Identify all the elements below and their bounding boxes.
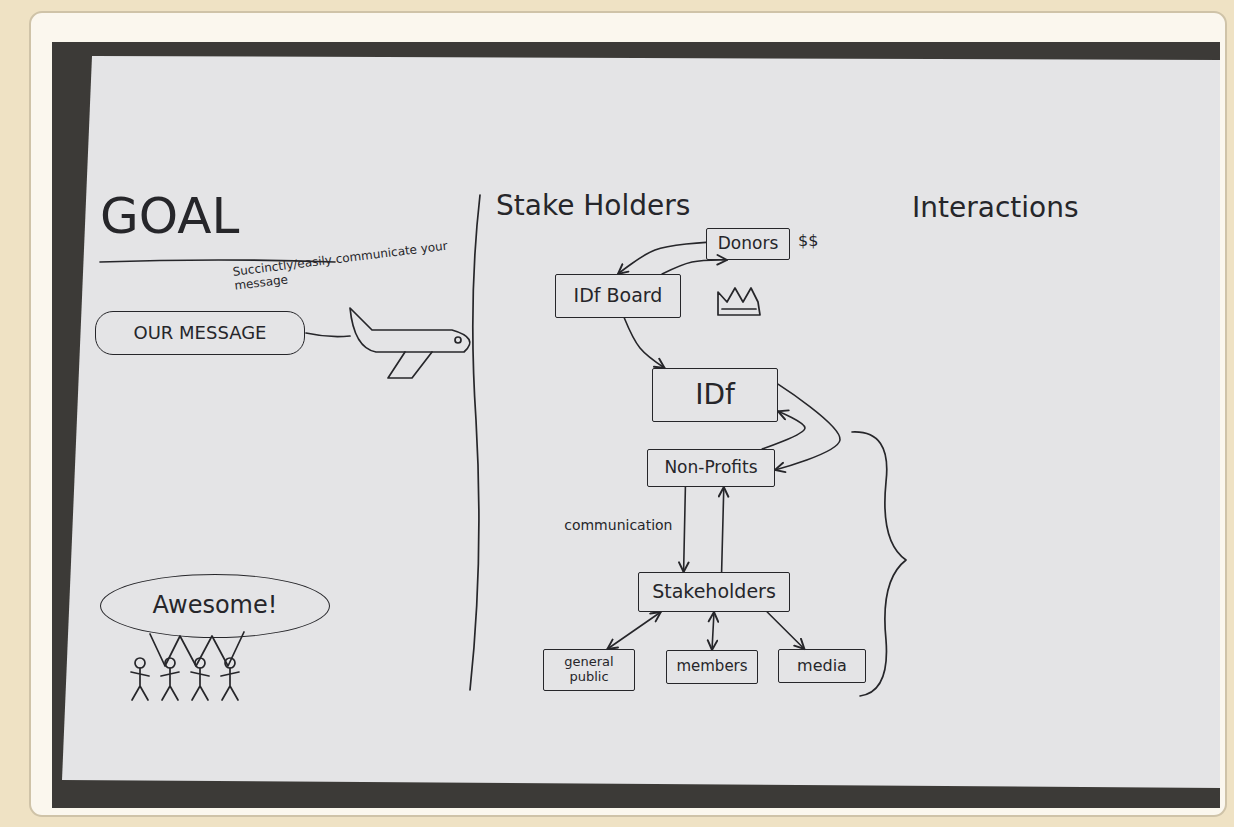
message-cloud: OUR MESSAGE [95,311,305,355]
nonprofit-box: Non-Profits [647,449,775,487]
media-box: media [778,649,866,683]
crown-symbol [718,288,760,315]
frame-card [30,12,1226,816]
connector-arrow [607,612,660,649]
node-text: media [797,657,847,675]
crowd-figures [131,658,239,700]
group-bracket [852,432,906,696]
node-text: Donors [718,234,779,254]
stakeholder-box: Stakeholders [638,572,790,612]
org-box: IDf [652,368,778,422]
paper-sheet [62,56,1220,788]
node-text: Non-Profits [664,458,757,478]
member-box: members [666,650,758,684]
money-mark: $$ [798,232,818,250]
plane-body [350,308,470,352]
banner-tow-line [306,333,350,337]
node-text: general public [553,655,625,685]
goal-note: Succinctly/easily communicate your messa… [232,237,474,294]
node-text: IDf [695,379,735,411]
section-heading: Interactions [912,192,1079,224]
connector-arrow [618,242,706,274]
section-divider [470,195,480,690]
connector-arrow [762,411,805,449]
plane-wing [388,352,432,378]
plane-window [455,337,461,343]
public-box: general public [543,649,635,691]
node-text: OUR MESSAGE [134,323,267,344]
section-heading: Stake Holders [496,190,690,222]
node-text: Stakeholders [652,581,776,603]
section-heading: GOAL [100,188,239,246]
connector-arrow [662,260,727,274]
node-text: members [676,658,747,675]
carpet-ground [52,42,1220,808]
board-box: IDf Board [555,274,681,318]
connector-arrow [684,487,686,572]
connector-arrow [767,612,804,649]
connector-arrow [712,612,714,650]
cheer-cloud: Awesome! [100,574,330,638]
connector-arrow [624,318,664,368]
donor-box: Donors [706,228,790,260]
node-text: Awesome! [153,592,278,620]
connector-arrow [775,384,840,470]
node-text: IDf Board [574,285,663,307]
edge-label: communication [562,517,674,533]
connector-arrow [722,487,724,572]
